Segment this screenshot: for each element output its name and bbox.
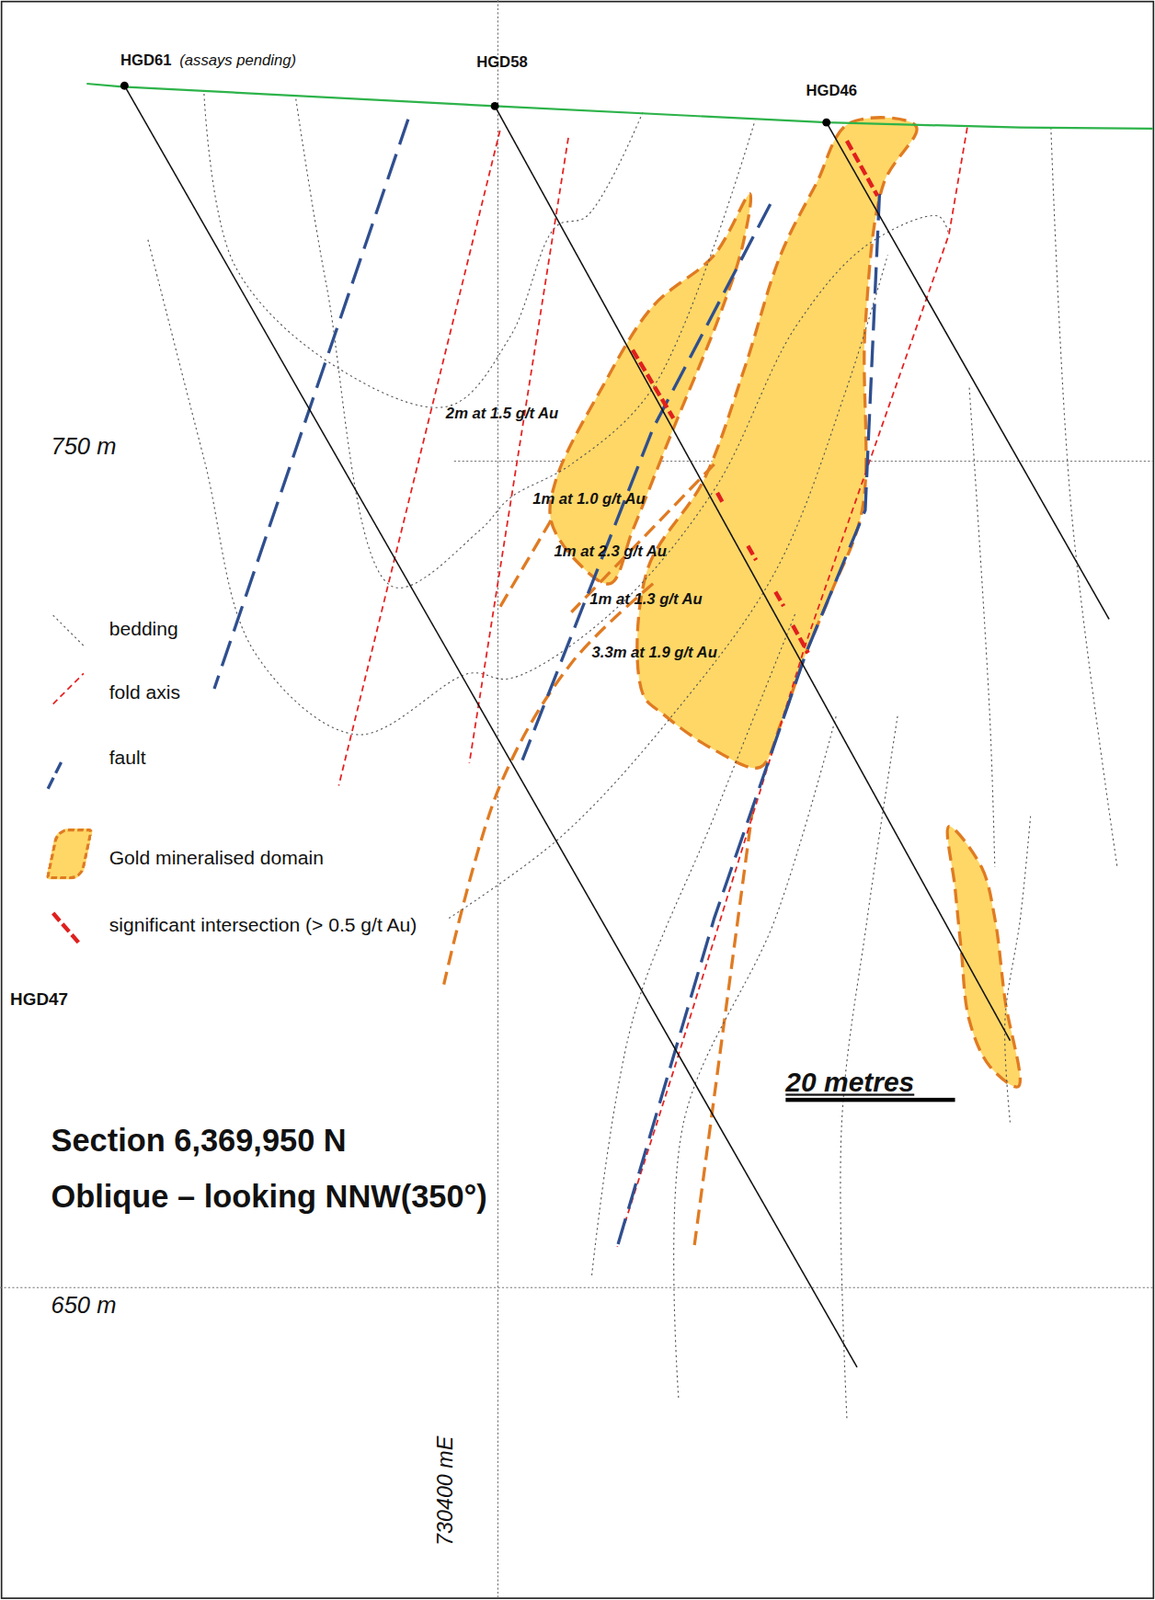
fault-trace <box>214 119 409 689</box>
significant-intersection <box>632 350 674 419</box>
fold-axis <box>338 130 500 786</box>
significant-intersection <box>775 592 784 607</box>
significant-intersection <box>792 625 809 653</box>
drill-hole-trace <box>826 122 1110 619</box>
drill-hole-trace <box>494 105 1010 1041</box>
legend-text: Gold mineralised domain <box>109 846 324 870</box>
legend-text: bedding <box>109 617 179 641</box>
section-label: 750 m <box>50 432 116 459</box>
grid-line <box>497 0 499 1600</box>
domain-boundary <box>693 806 753 1251</box>
bedding-trace <box>148 215 950 735</box>
significant-intersection <box>747 546 756 561</box>
fold-axis <box>617 127 968 1247</box>
section-label: 1m at 1.3 g/t Au <box>589 589 702 607</box>
ground-surface <box>86 83 1153 129</box>
section-title: Section 6,369,950 N <box>50 1121 346 1159</box>
section-label: 1m at 1.0 g/t Au <box>532 490 645 508</box>
section-label: HGD58 <box>476 53 528 71</box>
grid-line <box>0 1287 1154 1289</box>
legend-text: significant intersection (> 0.5 g/t Au) <box>109 914 418 937</box>
bedding-trace <box>969 388 995 868</box>
drill-collar <box>822 118 831 127</box>
significant-intersection <box>717 492 724 504</box>
bedding-trace <box>592 612 797 1276</box>
section-label: 730400 mE <box>432 1436 458 1546</box>
drill-collar <box>120 81 129 91</box>
bedding-trace <box>840 714 898 1419</box>
bedding-trace <box>448 254 888 918</box>
legend-text: fault <box>109 746 147 769</box>
fault-trace <box>522 204 771 761</box>
legend-fold-sample <box>53 673 84 704</box>
section-label: 650 m <box>50 1292 116 1319</box>
scale-bar <box>785 1097 955 1102</box>
significant-intersection <box>846 140 878 196</box>
drill-collar <box>491 102 500 111</box>
section-label: HGD47 <box>10 989 69 1010</box>
bedding-trace <box>674 714 837 1398</box>
legend-swatch <box>45 828 94 880</box>
legend-bedding-sample <box>53 615 84 646</box>
section-caption: Oblique – looking NNW(350°) <box>50 1178 487 1216</box>
fold-axis <box>468 137 569 764</box>
section-label: 3.3m at 1.9 g/t Au <box>592 642 718 661</box>
section-label: HGD46 <box>806 81 858 100</box>
section-label: (assays pending) <box>179 50 297 69</box>
bedding-trace <box>1051 127 1118 868</box>
gold-domain <box>947 826 1020 1087</box>
domain-boundary <box>500 520 551 607</box>
legend-text: fold axis <box>109 681 181 704</box>
section-label: 1m at 2.3 g/t Au <box>553 541 666 560</box>
section-label: 2m at 1.5 g/t Au <box>445 403 559 422</box>
bedding-trace <box>1005 816 1031 1123</box>
legend-intersection-sample <box>53 913 81 944</box>
section-label: HGD61 <box>120 50 172 69</box>
gold-domain <box>637 117 917 769</box>
legend-fault-sample <box>47 757 64 789</box>
section-label: 20 metres <box>785 1067 915 1099</box>
domain-boundary <box>571 464 714 613</box>
bedding-trace <box>296 99 755 589</box>
bedding-trace <box>204 93 643 408</box>
drill-hole-trace <box>124 85 858 1368</box>
